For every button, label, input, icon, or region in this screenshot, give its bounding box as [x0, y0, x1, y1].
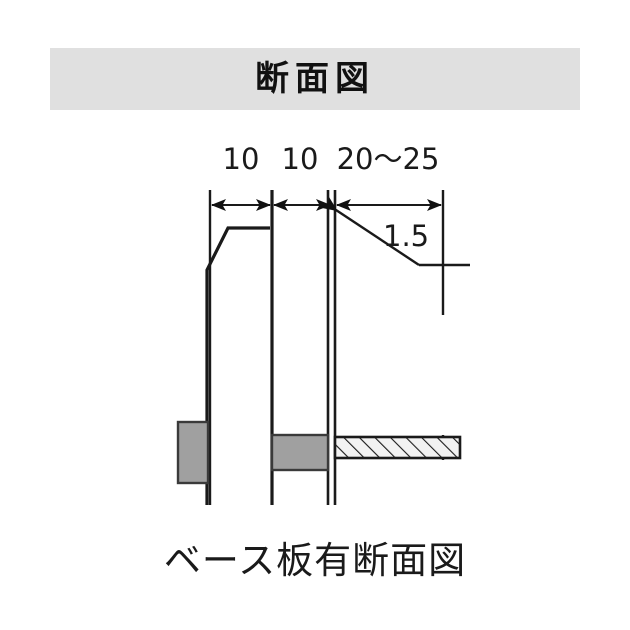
left-gray-block: [176, 420, 210, 485]
figure-caption: ベース板有断面図: [0, 530, 630, 590]
filled-blocks: [176, 420, 330, 485]
header-band: 断面図: [50, 48, 580, 110]
cross-section-svg: [176, 190, 470, 505]
base-plate: [333, 435, 462, 460]
dimension-label-10-right: 10: [281, 142, 319, 176]
caption-text: ベース板有断面図: [163, 538, 467, 582]
dimension-label-10-left: 10: [222, 142, 260, 176]
page-title: 断面図: [255, 59, 375, 99]
leader-1p5: [319, 196, 470, 267]
callout-label-1p5: 1.5: [383, 219, 430, 253]
middle-gray-block: [270, 433, 330, 472]
dimension-label-20-25: 20〜25: [336, 142, 440, 176]
cross-section-drawing: [0, 110, 630, 530]
left-member-profile: [205, 226, 270, 505]
